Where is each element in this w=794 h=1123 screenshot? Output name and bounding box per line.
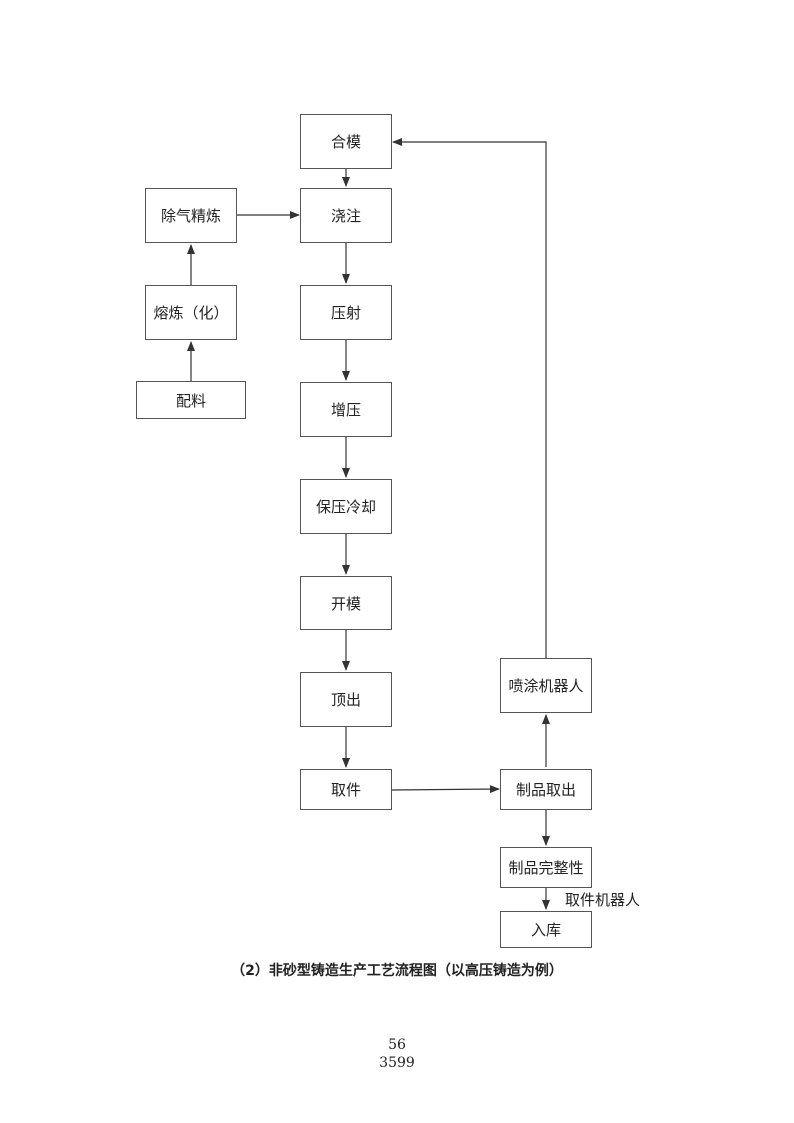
node-zhipin-quchu: 制品取出: [500, 769, 592, 810]
node-zhipin-wanzheng: 制品完整性: [500, 847, 592, 888]
node-qujian-label: 取件: [330, 781, 361, 799]
node-ronglian: 熔炼（化）: [145, 285, 237, 340]
node-chuqi-label: 除气精炼: [160, 207, 221, 225]
node-hemo: 合模: [300, 114, 392, 169]
node-dingchu-label: 顶出: [330, 691, 361, 709]
node-pentu: 喷涂机器人: [500, 658, 592, 713]
node-peiliao: 配料: [136, 381, 246, 419]
node-kaimo-label: 开模: [330, 594, 361, 613]
node-baoya: 保压冷却: [300, 479, 392, 534]
arrow-pentu-hemo: [392, 138, 547, 658]
node-qujian: 取件: [300, 769, 392, 810]
page-code: 3599: [379, 1055, 415, 1071]
node-dingchu: 顶出: [300, 672, 392, 727]
node-chuqi: 除气精炼: [145, 188, 237, 243]
node-jiaozhu-label: 浇注: [330, 207, 361, 225]
node-jiaozhu: 浇注: [300, 188, 392, 243]
page-number: 56: [388, 1037, 406, 1053]
node-zhipin-wanzheng-label: 制品完整性: [508, 859, 584, 877]
node-ruku: 入库: [500, 911, 592, 948]
arrow-qujian-zhipin-quchu: [390, 785, 500, 794]
node-ronglian-label: 熔炼（化）: [153, 304, 229, 322]
edge-label-robot: 取件机器人: [565, 891, 641, 909]
node-ruku-label: 入库: [530, 921, 561, 939]
node-zengya-label: 增压: [330, 401, 361, 419]
node-yashe: 压射: [300, 285, 392, 340]
node-kaimo: 开模: [300, 576, 392, 630]
node-hemo-label: 合模: [330, 133, 361, 151]
node-yashe-label: 压射: [330, 304, 361, 322]
node-zhipin-quchu-label: 制品取出: [515, 781, 576, 799]
figure-caption: （2）非砂型铸造生产工艺流程图（以高压铸造为例）: [231, 963, 563, 979]
node-peiliao-label: 配料: [175, 391, 206, 410]
node-pentu-label: 喷涂机器人: [508, 677, 584, 695]
node-baoya-label: 保压冷却: [315, 498, 376, 516]
node-zengya: 增压: [300, 382, 392, 437]
